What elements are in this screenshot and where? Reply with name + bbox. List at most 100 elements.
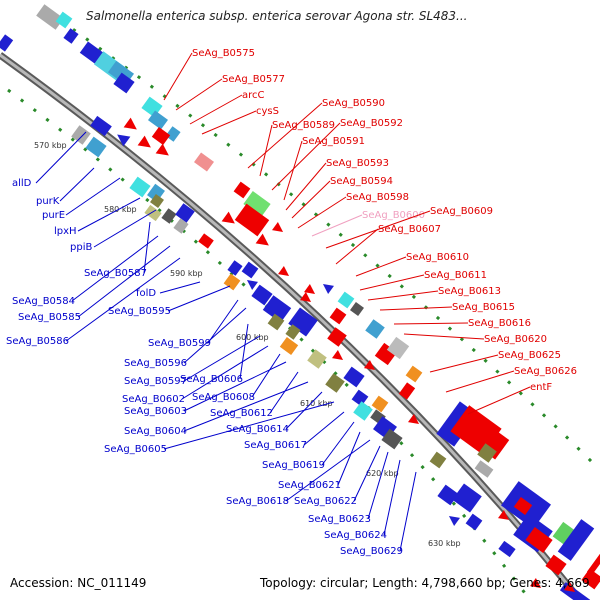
gene-block — [198, 233, 214, 249]
forward-gene-label: SeAg_B0613 — [438, 286, 501, 297]
reverse-leader-line — [285, 439, 371, 502]
gene-block — [227, 260, 243, 276]
forward-leader-line — [283, 140, 303, 201]
forward-leader-line — [359, 274, 425, 291]
gc-track-outer — [59, 18, 600, 472]
strand-arrow — [322, 284, 334, 294]
reverse-gene-label: lpxH — [54, 226, 77, 237]
gene-block — [63, 28, 79, 44]
gene-block — [386, 336, 410, 360]
gene-block — [194, 152, 214, 172]
scale-label: 620 kbp — [366, 469, 399, 478]
reverse-leader-line — [77, 197, 141, 232]
reverse-gene-label: SeAg_B0596 — [124, 358, 187, 369]
gene-block — [113, 72, 135, 94]
scale-label: 590 kbp — [170, 269, 203, 278]
gene-block — [465, 513, 483, 531]
gene-block — [36, 4, 64, 30]
reverse-leader-line — [337, 431, 361, 486]
gene-block — [279, 337, 299, 355]
reverse-leader-line — [183, 361, 287, 412]
gene-block — [150, 194, 164, 208]
forward-gene-label: SeAg_B0607 — [378, 224, 441, 235]
gene-block — [437, 484, 459, 506]
reverse-gene-label: SeAg_B0606 — [180, 374, 243, 385]
forward-gene-label: SeAg_B0575 — [192, 48, 255, 59]
gene-block — [325, 373, 345, 393]
gene-block — [513, 497, 533, 515]
reverse-leader-line — [181, 345, 269, 400]
reverse-gene-label: SeAg_B0619 — [262, 460, 325, 471]
gene-block — [175, 203, 195, 223]
reverse-gene-label: SeAg_B0584 — [12, 296, 75, 307]
reverse-leader-line — [65, 257, 181, 342]
reverse-leader-line — [183, 307, 247, 364]
reverse-gene-label: ppiB — [70, 242, 92, 253]
gene-block — [262, 295, 292, 323]
forward-gene-label: SeAg_B0610 — [406, 252, 469, 263]
forward-leader-line — [367, 290, 439, 301]
reverse-leader-line — [93, 209, 157, 248]
gene-block — [557, 519, 595, 561]
forward-gene-label: SeAg_B0590 — [322, 98, 385, 109]
reverse-leader-line — [251, 353, 281, 398]
gene-block — [405, 365, 423, 383]
reverse-gene-label: SeAg_B0617 — [244, 440, 307, 451]
strand-arrow — [246, 280, 258, 290]
forward-gene-label: cysS — [256, 106, 279, 117]
forward-leader-line — [311, 214, 363, 237]
strand-arrow — [255, 233, 269, 246]
strand-arrow — [498, 510, 510, 520]
gene-block — [71, 125, 91, 145]
strand-arrow — [408, 414, 420, 424]
gene-block — [129, 176, 151, 198]
gene-block — [353, 401, 373, 421]
gene-block — [165, 126, 181, 142]
reverse-gene-label: SeAg_B0621 — [278, 480, 341, 491]
forward-leader-line — [355, 256, 407, 277]
scale-label: 600 kbp — [236, 333, 269, 342]
gene-block — [251, 284, 273, 306]
forward-leader-line — [403, 333, 485, 340]
strand-arrow — [272, 222, 284, 232]
forward-leader-line — [291, 180, 331, 219]
forward-gene-label: SeAg_B0598 — [346, 192, 409, 203]
gene-block — [241, 261, 259, 279]
gene-block — [173, 218, 189, 234]
strand-arrow — [117, 134, 131, 147]
reverse-leader-line — [353, 445, 381, 502]
reverse-gene-label: SeAg_B0629 — [340, 546, 403, 557]
gene-block — [151, 127, 171, 145]
gene-block — [398, 382, 416, 400]
strand-arrow — [564, 582, 576, 592]
reverse-gene-label: SeAg_B0586 — [6, 336, 69, 347]
forward-gene-label: SeAg_B0611 — [424, 270, 487, 281]
reverse-leader-line — [321, 421, 355, 466]
forward-gene-label: SeAg_B0589 — [272, 120, 335, 131]
strand-arrow — [530, 578, 542, 588]
strand-arrow — [221, 211, 235, 224]
gene-block — [147, 183, 165, 203]
forward-leader-line — [285, 162, 327, 211]
gene-block — [452, 483, 482, 513]
gc-track-inner — [7, 88, 532, 600]
reverse-gene-label: SeAg_B0585 — [18, 312, 81, 323]
forward-gene-label: SeAg_B0594 — [330, 176, 393, 187]
strand-arrow — [278, 266, 290, 276]
reverse-gene-label: SeAg_B0614 — [226, 424, 289, 435]
reverse-leader-line — [163, 401, 335, 450]
reverse-gene-label: SeAg_B0604 — [124, 426, 187, 437]
reverse-gene-label: allD — [12, 178, 32, 189]
reverse-gene-label: SeAg_B0608 — [192, 392, 255, 403]
forward-gene-label: SeAg_B0626 — [514, 366, 577, 377]
reverse-gene-label: SeAg_B0618 — [226, 496, 289, 507]
gene-block — [498, 540, 516, 558]
reverse-gene-label: SeAg_B0612 — [210, 408, 273, 419]
forward-gene-label: SeAg_B0592 — [340, 118, 403, 129]
strand-arrow — [137, 135, 151, 148]
forward-gene-label: SeAg_B0593 — [326, 158, 389, 169]
gene-block — [285, 324, 301, 340]
reverse-leader-line — [167, 285, 231, 312]
